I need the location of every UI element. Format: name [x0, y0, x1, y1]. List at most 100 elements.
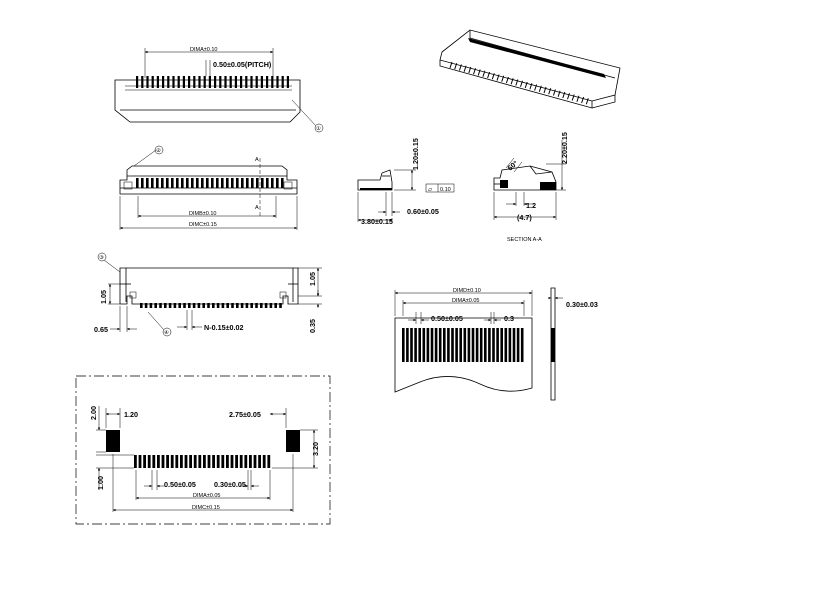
front-pin — [171, 178, 174, 188]
pcb-pad — [226, 455, 229, 468]
pcb-pad — [147, 455, 151, 468]
top-pin — [214, 76, 217, 88]
front-dim-c: DIMC±0.15 — [189, 222, 217, 228]
bottom-view: ③ ④ 1.05 0.65 N-0.15±0.02 1.05 0.35 — [94, 252, 322, 337]
iso-pin — [463, 65, 467, 72]
iso-pin — [557, 90, 561, 97]
pcb-pad — [258, 455, 261, 468]
pcb-pad — [143, 455, 146, 468]
pcb-pad — [235, 455, 238, 468]
front-pin — [216, 178, 219, 188]
side-view: 1.20±0.15 ▱ 0.10 0.60±0.05 3.80±0.15 — [357, 138, 455, 226]
top-pin — [146, 76, 149, 88]
section-foot: 1.2 — [526, 201, 536, 210]
pcb-pad — [267, 455, 271, 468]
front-dim-b: DIMB±0.10 — [189, 211, 216, 217]
bottom-pin — [178, 303, 181, 308]
bottom-pin — [183, 303, 186, 308]
iso-pin — [585, 98, 589, 105]
bottom-dim-035: 0.35 — [308, 319, 317, 333]
side-flatness-symbol: ▱ — [428, 187, 433, 193]
fpc-dim-a: DIMA±0.05 — [452, 298, 479, 304]
section-caption: SECTION A-A — [507, 237, 542, 243]
top-pin — [255, 76, 258, 88]
pcb-dim-a: DIMA±0.05 — [193, 493, 220, 499]
pcb-pads — [134, 455, 271, 468]
pcb-pad — [221, 455, 225, 468]
fpc-finger — [418, 328, 421, 362]
pcb-pad — [262, 455, 266, 468]
bottom-pin — [159, 303, 162, 308]
bottom-pin — [168, 303, 172, 308]
bottom-pin — [264, 303, 268, 308]
top-pin — [208, 76, 211, 88]
front-pin — [191, 178, 194, 188]
pcb-pad — [166, 455, 169, 468]
bottom-pin — [260, 303, 263, 308]
pcb-height: 3.20 — [311, 442, 320, 456]
iso-pin — [501, 75, 505, 82]
front-pin — [256, 178, 259, 188]
front-pin — [196, 178, 199, 188]
fpc-finger — [471, 328, 475, 362]
bottom-pin — [154, 303, 157, 308]
top-pin — [250, 76, 253, 88]
fpc-finger — [455, 328, 458, 362]
pcb-pad — [134, 455, 137, 468]
fpc-thickness: 0.30±0.03 — [566, 300, 598, 309]
bottom-pin-width: N-0.15±0.02 — [204, 323, 244, 332]
top-pin — [172, 76, 175, 88]
pcb-pad — [244, 455, 248, 468]
fpc-finger — [520, 328, 524, 362]
section-height: 2.20±0.15 — [560, 132, 569, 164]
front-pin — [151, 178, 154, 188]
iso-pin — [543, 86, 547, 94]
iso-pin — [510, 78, 514, 85]
pcb-pad — [180, 455, 183, 468]
top-view-pins — [136, 76, 289, 88]
bottom-pin — [226, 303, 229, 308]
front-pin — [221, 178, 224, 188]
iso-pin — [538, 85, 542, 92]
fpc-finger — [451, 328, 454, 362]
front-pin — [206, 178, 209, 188]
fpc-finger — [484, 328, 487, 362]
iso-pin — [468, 66, 472, 74]
bottom-pin — [202, 303, 205, 308]
pcb-pad — [189, 455, 192, 468]
iso-pin — [449, 61, 453, 69]
front-pin — [251, 178, 254, 188]
front-view: ② A A DIMB±0.10 DIMC±0.15 — [119, 145, 298, 230]
front-pin — [271, 178, 274, 188]
section-view: 60° 2.20±0.15 1.2 (4.7) SECTION A-A — [493, 132, 569, 243]
fpc-finger — [475, 328, 479, 362]
side-depth: 0.60±0.05 — [407, 207, 439, 216]
top-pin — [260, 76, 263, 88]
iso-pin — [482, 70, 486, 77]
pcb-pad — [230, 455, 234, 468]
fpc-finger — [516, 328, 520, 362]
iso-pin — [496, 74, 500, 81]
top-pin — [281, 76, 284, 88]
fpc-finger — [496, 328, 499, 362]
pcb-pad-width: 1.20 — [124, 410, 138, 419]
iso-pin — [454, 63, 458, 70]
iso-pin — [473, 68, 476, 75]
fpc-view: DIMD±0.10 DIMA±0.05 0.50±0.05 0.3 0.30±0… — [394, 287, 598, 401]
bottom-pin — [269, 303, 273, 308]
top-pitch: 0.50±0.05(PITCH) — [213, 60, 272, 69]
front-pin — [211, 178, 214, 188]
top-pin — [177, 76, 180, 88]
bottom-pin — [192, 303, 196, 308]
fpc-finger — [410, 328, 413, 362]
front-pin — [156, 178, 159, 188]
pcb-pad — [212, 455, 215, 468]
iso-pin — [524, 81, 528, 89]
fpc-pitch: 0.50±0.05 — [431, 314, 463, 323]
bottom-pin — [245, 303, 249, 308]
top-pin — [188, 76, 191, 88]
top-pin — [276, 76, 279, 88]
top-pin — [156, 76, 159, 88]
bottom-pin — [149, 303, 153, 308]
top-pin — [182, 76, 185, 88]
